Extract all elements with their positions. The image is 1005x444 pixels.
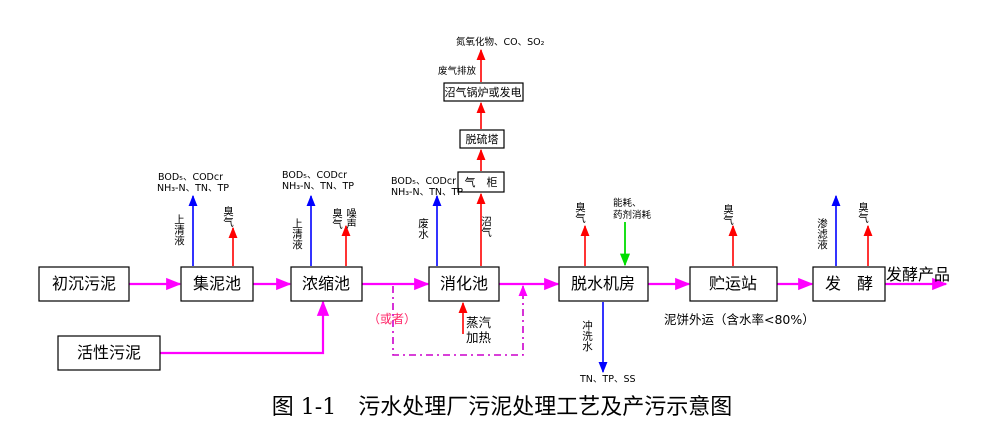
box-fermentation-label: 发 酵 (825, 274, 873, 293)
steam-label-line1: 蒸汽 (466, 315, 492, 330)
box-desulfurization-tower-label: 脱硫塔 (466, 132, 499, 146)
box-fermentation (812, 266, 886, 302)
box-dewatering-room-label: 脱水机房 (571, 274, 635, 293)
steam-label-line2: 加热 (466, 330, 492, 345)
box-collection-tank-label: 集泥池 (193, 274, 241, 293)
exhaust-pollutants-label: 氮氧化物、CO、SO₂ (456, 36, 545, 48)
digester-wastewater-label: 废水 (417, 217, 429, 239)
thickener-pollutants-line1: BOD₅、CODcr (282, 170, 347, 181)
fermentation-odor-label: 臭气 (857, 201, 869, 223)
storage-odor-label: 臭气 (722, 203, 734, 225)
box-digester-label: 消化池 (440, 274, 488, 293)
flush-water-label: 冲洗水 (581, 319, 593, 351)
collection-odor-label: 臭气 (222, 205, 234, 227)
chemical-label: 药剂消耗 (613, 209, 652, 221)
leachate-label: 渗滤液 (816, 217, 828, 250)
flow-activated-to-thickener (160, 300, 330, 355)
box-biogas-boiler-label: 沼气锅炉或发电 (445, 85, 522, 99)
thickener-pollutants-line2: NH₃-N、TN、TP (282, 181, 354, 192)
box-gas-holder (457, 171, 505, 193)
energy-label: 能耗、 (613, 197, 642, 209)
box-thickener (290, 266, 363, 302)
exhaust-label: 废气排放 (438, 65, 477, 77)
box-collection-tank (180, 266, 254, 302)
box-dewatering-room (558, 266, 649, 302)
collection-pollutants-line2: NH₃-N、TN、TP (157, 183, 229, 194)
box-activated-sludge (57, 335, 161, 371)
flush-pollutants-label: TN、TP、SS (579, 374, 636, 385)
box-primary-sludge (38, 266, 130, 302)
box-storage-station-label: 贮运站 (709, 274, 757, 293)
box-activated-sludge-label: 活性污泥 (77, 343, 141, 362)
dewatering-odor-label: 臭气 (574, 201, 586, 223)
thickener-supernatant-label: 上清液 (291, 218, 303, 250)
flow-bypass-dashed (392, 284, 528, 356)
or-note: （或者） (368, 312, 416, 326)
collection-pollutants-line1: BOD₅、CODcr (158, 172, 223, 183)
box-digester (428, 266, 500, 302)
digester-pollutants-line1: BOD₅、CODcr (391, 176, 456, 187)
box-desulfurization-tower (459, 129, 505, 149)
box-biogas-boiler (443, 82, 524, 102)
figure-caption: 图 1-1 污水处理厂污泥处理工艺及产污示意图 (272, 395, 732, 420)
box-gas-holder-label: 气 柜 (465, 175, 498, 189)
box-thickener-label: 浓缩池 (302, 274, 350, 293)
thickener-odor-label: 臭气 (331, 207, 343, 229)
collection-supernatant-label: 上清液 (173, 214, 185, 246)
cake-transport-label: 泥饼外运（含水率<80%） (664, 312, 815, 327)
box-primary-sludge-label: 初沉污泥 (52, 274, 116, 293)
thickener-noise-label: 噪声 (345, 208, 357, 230)
digester-biogas-label: 沼气 (480, 215, 492, 237)
box-storage-station (689, 266, 778, 302)
fermentation-product-label: 发酵产品 (886, 265, 950, 284)
digester-pollutants-line2: NH₃-N、TN、TP (391, 187, 463, 198)
